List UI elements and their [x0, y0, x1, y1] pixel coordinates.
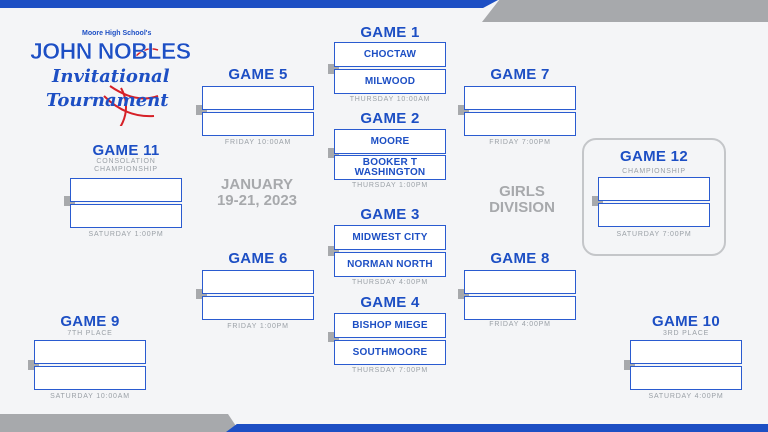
game-4-team-2[interactable]: SOUTHMOORE [334, 340, 446, 365]
game-1-team-1[interactable]: CHOCTAW [334, 42, 446, 67]
game-6-title: GAME 6 [228, 250, 288, 267]
game-12-time: SATURDAY 7:00PM [616, 231, 692, 238]
game-7-team-2[interactable] [464, 112, 576, 136]
game-5-marker [196, 105, 207, 115]
game-4-marker [328, 332, 339, 342]
game-8-title: GAME 8 [490, 250, 550, 267]
game-5-team-2[interactable] [202, 112, 314, 136]
game-5-time: FRIDAY 10:00AM [224, 139, 292, 146]
game-12-team-2[interactable] [598, 203, 710, 227]
game-9-subtitle: 7TH PLACE [67, 330, 113, 337]
game-3-title: GAME 3 [360, 206, 420, 223]
game-12-subtitle: CHAMPIONSHIP [622, 168, 686, 175]
game-1-title: GAME 1 [360, 24, 420, 41]
game-12-team-1[interactable] [598, 177, 710, 201]
game-6-team-1[interactable] [202, 270, 314, 294]
game-5-team-1[interactable] [202, 86, 314, 110]
game-12-marker [592, 196, 603, 206]
game-3-team-1[interactable]: MIDWEST CITY [334, 225, 446, 250]
game-2-time: THURSDAY 1:00PM [352, 182, 428, 189]
logo-line3: Tournament [46, 90, 169, 111]
bottom-stripe-blue [226, 424, 768, 432]
game-11-time: SATURDAY 1:00PM [88, 231, 164, 238]
game-7-title: GAME 7 [490, 66, 550, 83]
game-10-team-2[interactable] [630, 366, 742, 390]
game-10-title: GAME 10 [652, 313, 720, 330]
game-9-team-2[interactable] [34, 366, 146, 390]
game-3-time: THURSDAY 4:00PM [352, 279, 428, 286]
game-10-marker [624, 360, 635, 370]
logo-name: JOHN NOBLES [30, 38, 192, 65]
game-7-marker [458, 105, 469, 115]
top-stripe-gray [482, 0, 768, 22]
game-1-marker [328, 64, 339, 74]
basketball-swoosh-icon [103, 48, 159, 126]
game-8-marker [458, 289, 469, 299]
game-1-time: THURSDAY 10:00AM [349, 96, 431, 103]
game-9-time: SATURDAY 10:00AM [50, 393, 130, 400]
championship-highlight [582, 138, 726, 256]
game-10-subtitle: 3RD PLACE [662, 330, 710, 337]
game-9-marker [28, 360, 39, 370]
game-2-marker [328, 148, 339, 158]
game-7-team-1[interactable] [464, 86, 576, 110]
game-9-team-1[interactable] [34, 340, 146, 364]
bottom-stripe-gray [0, 414, 240, 432]
game-11-team-1[interactable] [70, 178, 182, 202]
game-5-title: GAME 5 [228, 66, 288, 83]
game-10-team-1[interactable] [630, 340, 742, 364]
game-11-subtitle: CONSOLATION CHAMPIONSHIP [94, 158, 158, 173]
game-3-marker [328, 246, 339, 256]
game-7-time: FRIDAY 7:00PM [489, 139, 551, 146]
game-8-team-1[interactable] [464, 270, 576, 294]
logo-line2: Invitational [52, 66, 170, 87]
game-12-title: GAME 12 [620, 148, 688, 165]
game-6-marker [196, 289, 207, 299]
game-11-marker [64, 196, 75, 206]
game-4-time: THURSDAY 7:00PM [352, 367, 428, 374]
game-8-team-2[interactable] [464, 296, 576, 320]
game-8-time: FRIDAY 4:00PM [489, 321, 551, 328]
division-label: GIRLS DIVISION [489, 183, 555, 216]
logo-school: Moore High School's [82, 30, 152, 37]
game-10-time: SATURDAY 4:00PM [648, 393, 724, 400]
game-2-team-1[interactable]: MOORE [334, 129, 446, 154]
game-11-title: GAME 11 [92, 142, 160, 159]
game-4-title: GAME 4 [360, 294, 420, 311]
game-1-team-2[interactable]: MILWOOD [334, 69, 446, 94]
game-6-time: FRIDAY 1:00PM [227, 323, 289, 330]
tournament-dates: JANUARY 19-21, 2023 [216, 176, 298, 209]
game-4-team-1[interactable]: BISHOP MIEGE [334, 313, 446, 338]
top-stripe-blue [0, 0, 498, 8]
game-11-team-2[interactable] [70, 204, 182, 228]
game-2-title: GAME 2 [360, 110, 420, 127]
tournament-logo: Moore High School's JOHN NOBLES Invitati… [26, 26, 191, 126]
game-6-team-2[interactable] [202, 296, 314, 320]
game-9-title: GAME 9 [60, 313, 120, 330]
game-2-team-2[interactable]: BOOKER T WASHINGTON [334, 155, 446, 180]
game-3-team-2[interactable]: NORMAN NORTH [334, 252, 446, 277]
